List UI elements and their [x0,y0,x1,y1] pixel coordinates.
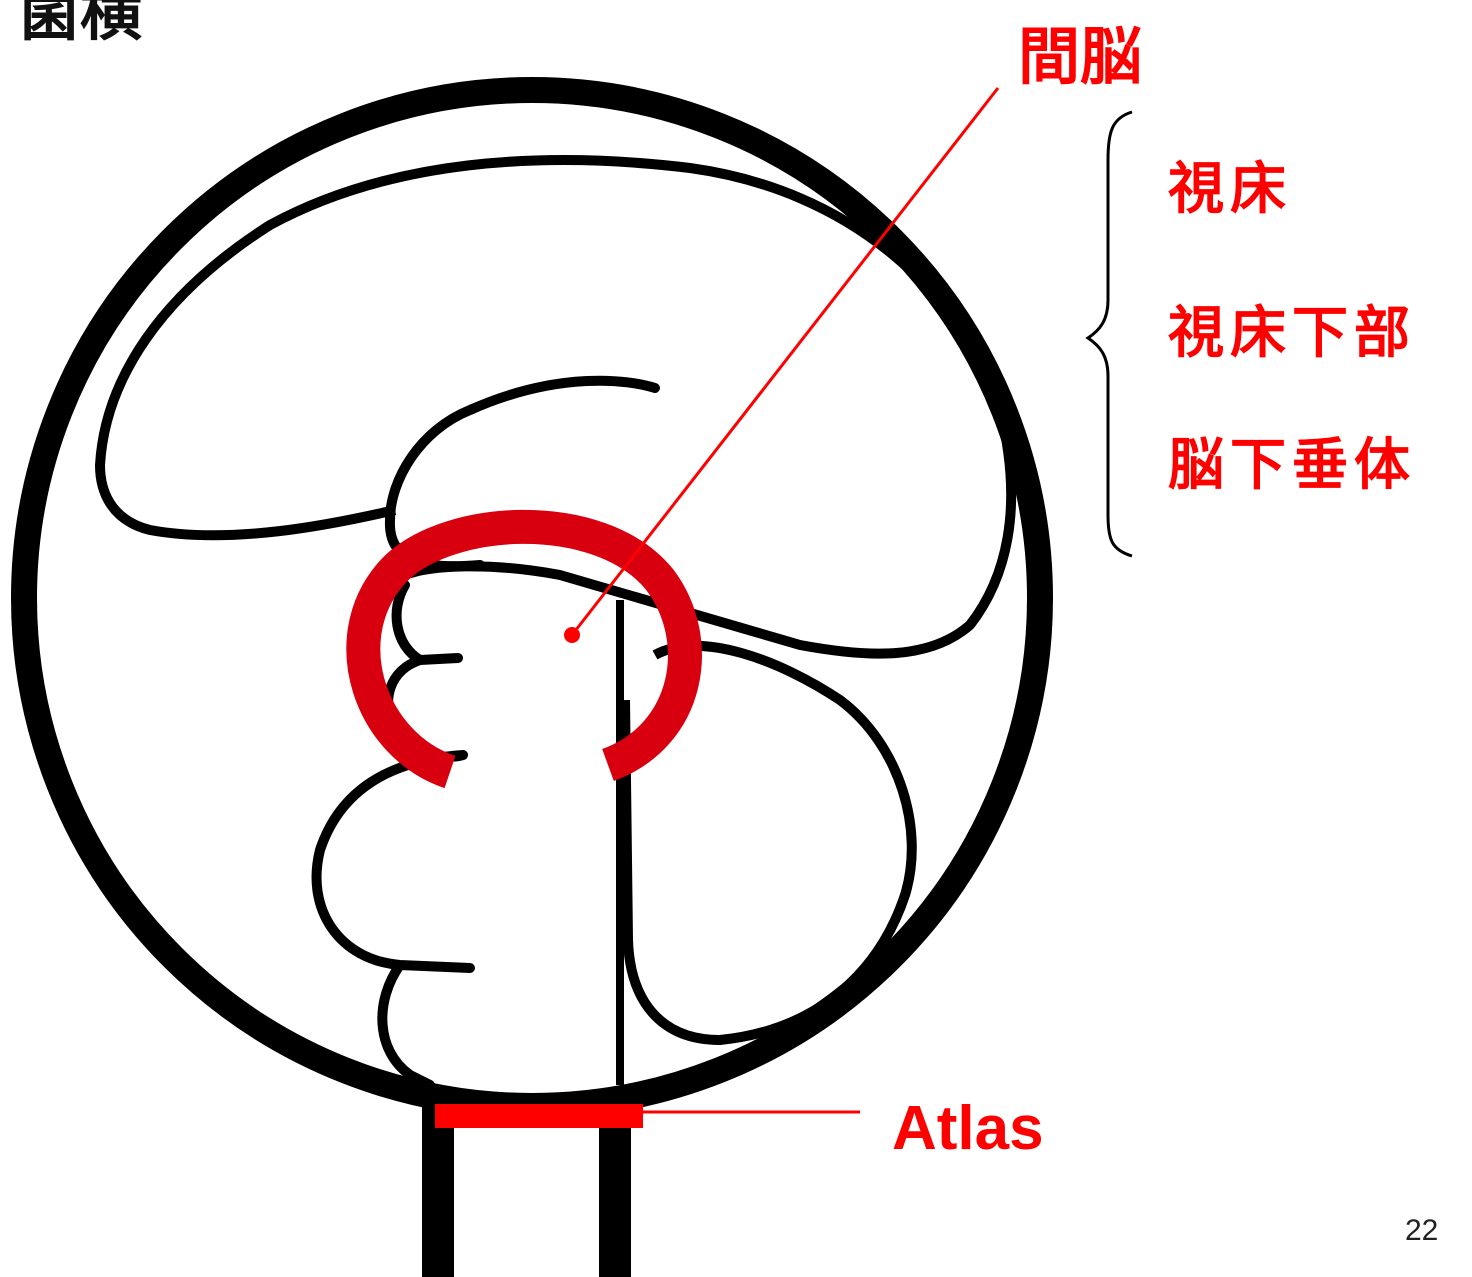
pituitary-label: 脳下垂体 [1168,433,1416,498]
diencephalon-label: 間脳 [1018,20,1143,93]
thalamus-label: 視床 [1168,157,1292,222]
brainstem-outline [311,580,475,1090]
leader-dot [564,627,580,643]
cerebellum-outline [620,640,917,1045]
atlas-bar [435,1104,643,1128]
hypothalamus-label: 視床下部 [1168,301,1416,366]
atlas-label: Atlas [892,1094,1044,1163]
skull-outline [11,77,1053,1119]
diencephalon-arc [346,509,702,789]
slide-heading: 菌横 [18,0,143,49]
brace [1085,110,1133,558]
leader-line [570,87,1000,636]
page-number: 22 [1405,1214,1439,1247]
cerebrum-outline [95,155,1017,659]
